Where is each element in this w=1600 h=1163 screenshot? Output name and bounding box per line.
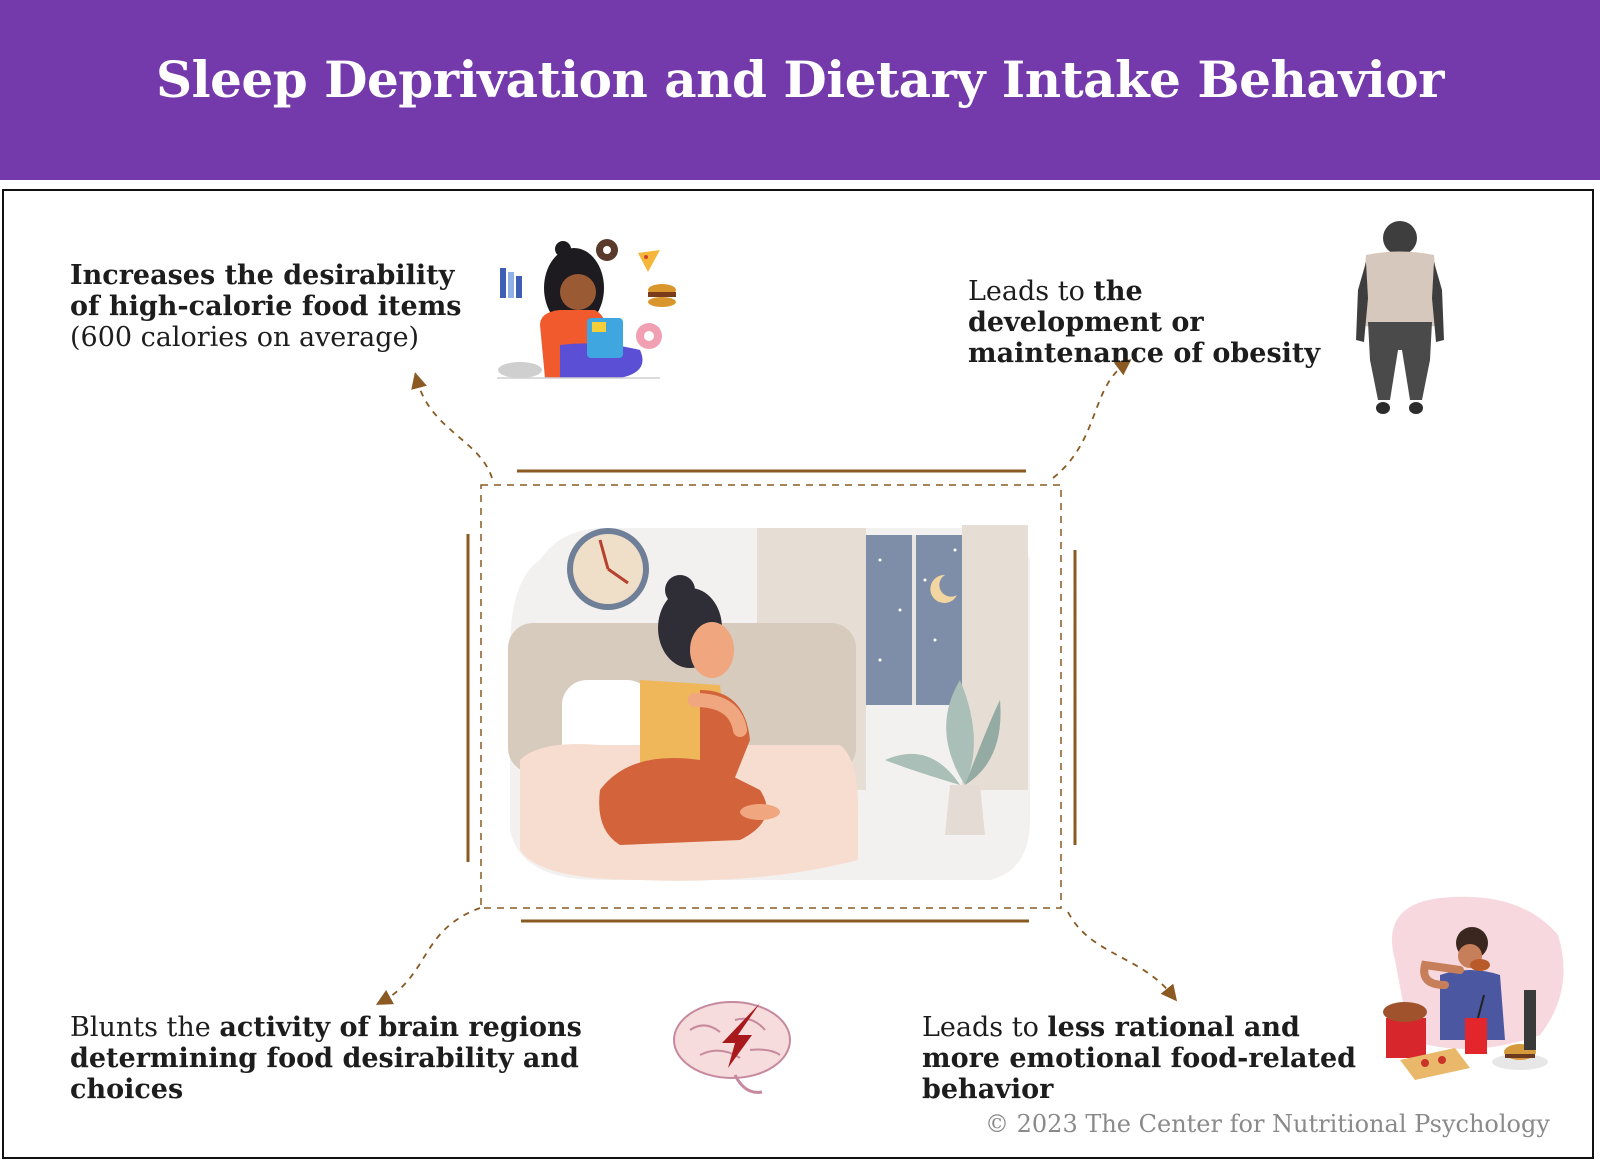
caption-top-right: Leads to the development or maintenance … [968, 276, 1338, 369]
sleepless-woman-illustration [508, 525, 1030, 881]
caption-top-left-tail: (600 calories on average) [70, 322, 420, 353]
caption-bottom-right-lead: Leads to [922, 1012, 1048, 1043]
girl-eating-junk-food-icon [497, 239, 676, 379]
caption-top-right-lead: Leads to [968, 276, 1094, 307]
header-banner: Sleep Deprivation and Dietary Intake Beh… [0, 0, 1600, 180]
caption-bottom-right: Leads to less rational and more emotiona… [922, 1012, 1387, 1105]
caption-bottom-right-bold: less rational and more emotional food-re… [922, 1012, 1357, 1105]
caption-bottom-left-lead: Blunts the [70, 1012, 220, 1043]
content-frame [2, 189, 1594, 1159]
obese-person-silhouette-icon [1356, 221, 1444, 414]
arrow-top-left [411, 372, 493, 479]
center-frame [466, 469, 1077, 923]
caption-bottom-left-bold: activity of brain regions determining fo… [70, 1012, 582, 1105]
caption-bottom-left: Blunts the activity of brain regions det… [70, 1012, 660, 1105]
brain-lightning-icon [673, 1001, 791, 1094]
arrow-bottom-left [375, 907, 481, 1005]
arrow-top-right [1052, 359, 1132, 479]
man-eating-fast-food-icon [1383, 896, 1564, 1080]
page-title: Sleep Deprivation and Dietary Intake Beh… [156, 50, 1444, 109]
copyright-text: © 2023 The Center for Nutritional Psycho… [985, 1110, 1550, 1138]
caption-top-right-bold: the development or maintenance of obesit… [968, 276, 1321, 369]
arrow-bottom-right [1067, 911, 1178, 1002]
caption-top-left: Increases the desirability of high-calor… [70, 260, 480, 353]
caption-top-left-bold: Increases the desirability of high-calor… [70, 260, 462, 322]
